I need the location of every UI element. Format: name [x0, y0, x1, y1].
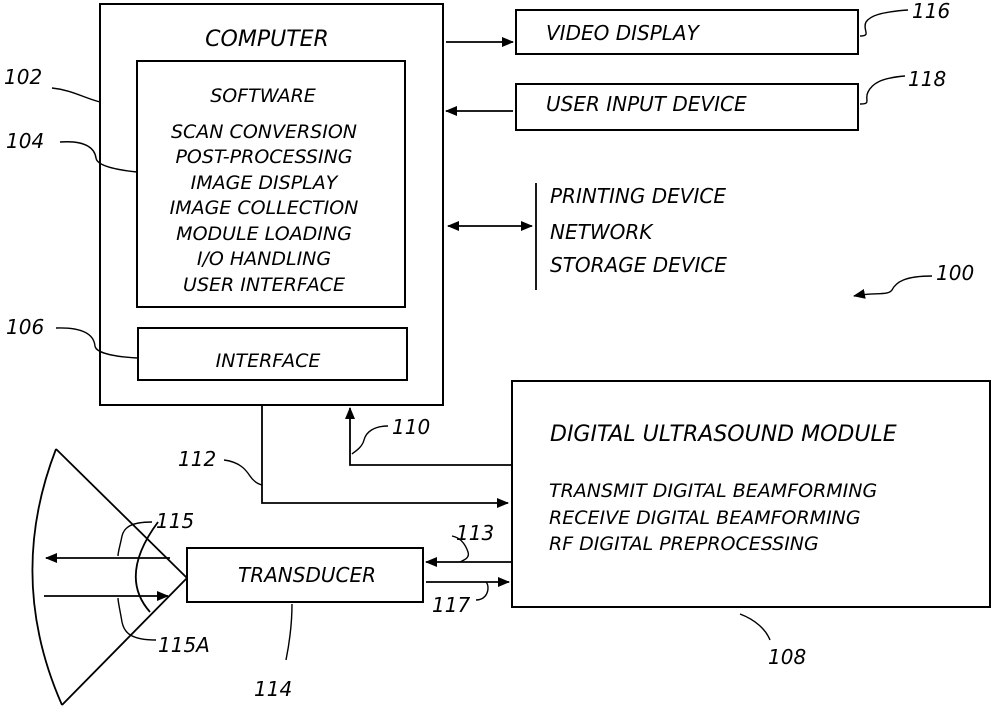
computer-title: COMPUTER — [205, 27, 329, 52]
ref-110: 110 — [392, 415, 430, 439]
leader-117 — [476, 582, 488, 600]
leader-102 — [52, 88, 100, 102]
leader-116 — [860, 10, 908, 36]
ref-114: 114 — [254, 677, 292, 701]
leader-100 — [854, 276, 932, 296]
ref-115a: 115A — [158, 633, 210, 657]
ultrasound-module-item: TRANSMIT DIGITAL BEAMFORMING — [549, 480, 877, 502]
ultrasound-module-item: RECEIVE DIGITAL BEAMFORMING — [549, 507, 861, 529]
transducer-label: TRANSDUCER — [238, 563, 376, 587]
leader-112 — [224, 460, 262, 485]
ref-104: 104 — [6, 129, 44, 153]
peripheral-storage-device: STORAGE DEVICE — [550, 253, 727, 277]
ultrasound-module-item: RF DIGITAL PREPROCESSING — [549, 533, 819, 555]
ref-106: 106 — [6, 315, 44, 339]
ref-118: 118 — [908, 67, 946, 91]
leader-108 — [740, 614, 770, 640]
ref-115: 115 — [156, 509, 194, 533]
leader-118 — [860, 76, 905, 104]
software-item: POST-PROCESSING — [175, 146, 352, 168]
video-display-label: VIDEO DISPLAY — [546, 21, 701, 45]
peripheral-network: NETWORK — [550, 220, 654, 244]
software-item: IMAGE DISPLAY — [191, 172, 339, 194]
interface-label: INTERFACE — [216, 350, 321, 372]
leader-110 — [352, 426, 388, 454]
ref-108: 108 — [768, 645, 806, 669]
ultrasound-module-title: DIGITAL ULTRASOUND MODULE — [550, 422, 897, 447]
ref-100: 100 — [936, 261, 974, 285]
ref-102: 102 — [4, 65, 42, 89]
ref-116: 116 — [912, 0, 950, 23]
ref-112: 112 — [178, 447, 216, 471]
software-heading: SOFTWARE — [210, 85, 316, 107]
user-input-device-label: USER INPUT DEVICE — [546, 92, 747, 116]
software-item: IMAGE COLLECTION — [170, 197, 359, 219]
connection-110 — [350, 408, 512, 465]
connection-112 — [262, 405, 508, 503]
software-item: MODULE LOADING — [176, 223, 352, 245]
ultrasound-beam-sector — [32, 449, 187, 705]
ref-117: 117 — [432, 593, 470, 617]
ref-113: 113 — [456, 521, 494, 545]
leader-115a — [118, 598, 156, 640]
peripheral-printing-device: PRINTING DEVICE — [550, 184, 726, 208]
software-item: I/O HANDLING — [197, 248, 331, 270]
software-item: USER INTERFACE — [183, 274, 345, 296]
leader-114 — [286, 604, 292, 660]
software-item: SCAN CONVERSION — [171, 121, 357, 143]
